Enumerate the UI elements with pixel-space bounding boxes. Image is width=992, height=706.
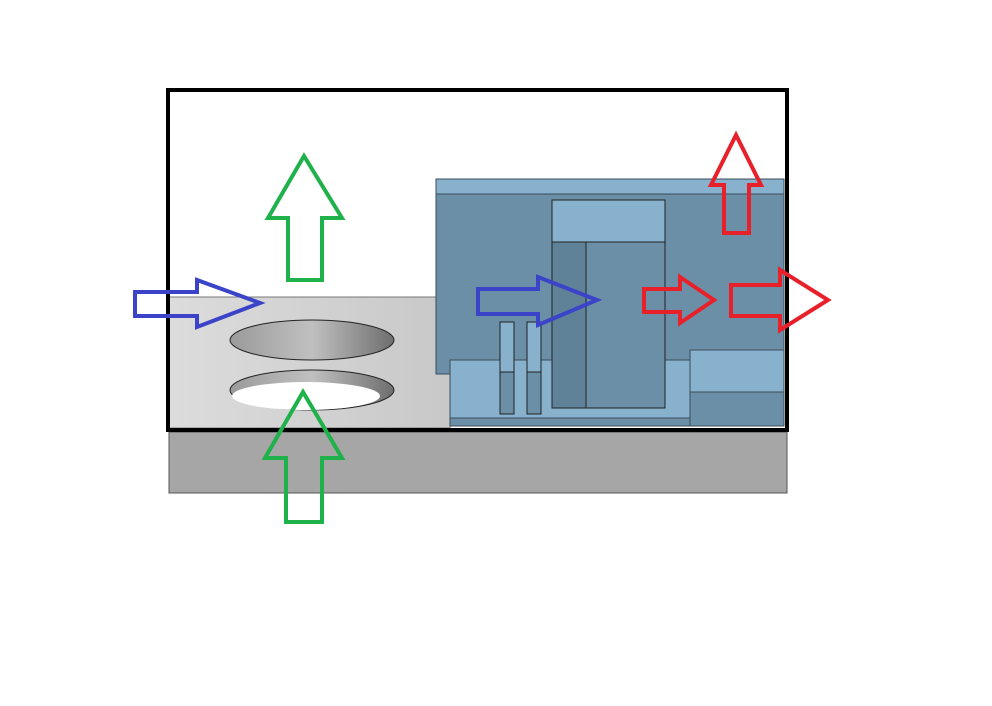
red-up-arrow [707,130,765,235]
hole-upper [229,319,395,361]
blue-right-arrow-left [133,277,266,330]
green-up-arrow-top [264,152,346,282]
blue-right-arrow-center [476,274,603,329]
green-up-arrow-bottom [261,388,346,524]
blue-housing [435,178,785,427]
red-right-arrow-large [729,266,832,334]
red-right-arrow-small [642,273,718,327]
enclosure-frame [166,88,789,432]
base-slab [168,431,788,494]
